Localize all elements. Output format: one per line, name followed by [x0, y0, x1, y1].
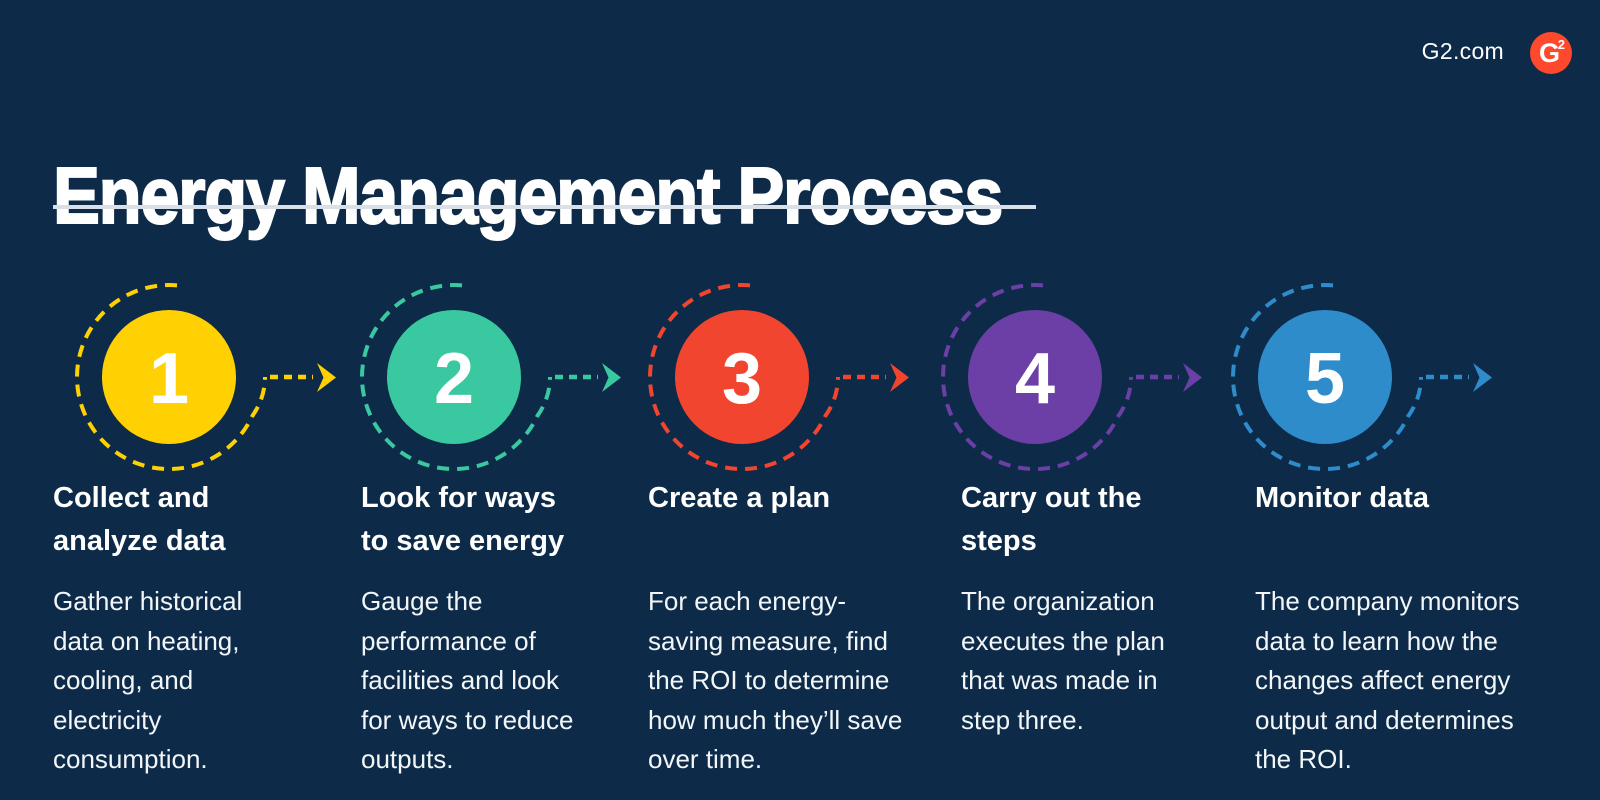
- step-3-heading: Create a plan: [648, 482, 831, 514]
- step-5-number: 5: [1305, 339, 1345, 419]
- step-4-circle: [968, 310, 1102, 444]
- step-3-graphic: 3: [648, 283, 909, 472]
- step-4-heading: Carry out the steps: [961, 482, 1142, 557]
- page-title: Energy Management Process: [52, 150, 1004, 240]
- step-5-dashed-arc: [1231, 283, 1423, 472]
- arrow-right-icon: [602, 363, 621, 392]
- g2-logo: G 2: [1530, 32, 1572, 74]
- g2-logo-superscript: 2: [1557, 37, 1565, 52]
- step-2-dashed-arc: [360, 283, 552, 472]
- step-2-graphic: 2: [360, 283, 621, 472]
- step-2-description: Gauge the performance of facilities and …: [361, 586, 574, 774]
- arrow-right-icon: [890, 363, 909, 392]
- title-underline: [53, 205, 1036, 209]
- step-4-number: 4: [1015, 339, 1055, 419]
- step-1-description: Gather historical data on heating, cooli…: [53, 586, 243, 774]
- step-3-dashed-arc: [648, 283, 840, 472]
- step-4-graphic: 4: [941, 283, 1202, 472]
- site-label: G2.com: [1421, 38, 1504, 64]
- step-1-graphic: 1: [75, 283, 336, 472]
- step-2-circle: [387, 310, 521, 444]
- step-1-number: 1: [149, 339, 189, 419]
- step-3-circle: [675, 310, 809, 444]
- arrow-right-icon: [317, 363, 336, 392]
- step-2-number: 2: [434, 339, 474, 419]
- step-5-description: The company monitors data to learn how t…: [1255, 586, 1520, 774]
- step-5-graphic: 5: [1231, 283, 1492, 472]
- step-5-circle: [1258, 310, 1392, 444]
- step-3-description: For each energy- saving measure, find th…: [648, 586, 903, 774]
- step-1-dashed-arc: [75, 283, 267, 472]
- step-1-circle: [102, 310, 236, 444]
- step-2-heading: Look for ways to save energy: [361, 482, 565, 557]
- step-5-heading: Monitor data: [1255, 482, 1429, 514]
- step-3-number: 3: [722, 339, 762, 419]
- step-4-description: The organization executes the plan that …: [961, 586, 1165, 735]
- arrow-right-icon: [1183, 363, 1202, 392]
- step-4-dashed-arc: [941, 283, 1133, 472]
- arrow-right-icon: [1473, 363, 1492, 392]
- step-1-heading: Collect and analyze data: [53, 482, 226, 557]
- g2-logo-letter: G: [1538, 37, 1560, 68]
